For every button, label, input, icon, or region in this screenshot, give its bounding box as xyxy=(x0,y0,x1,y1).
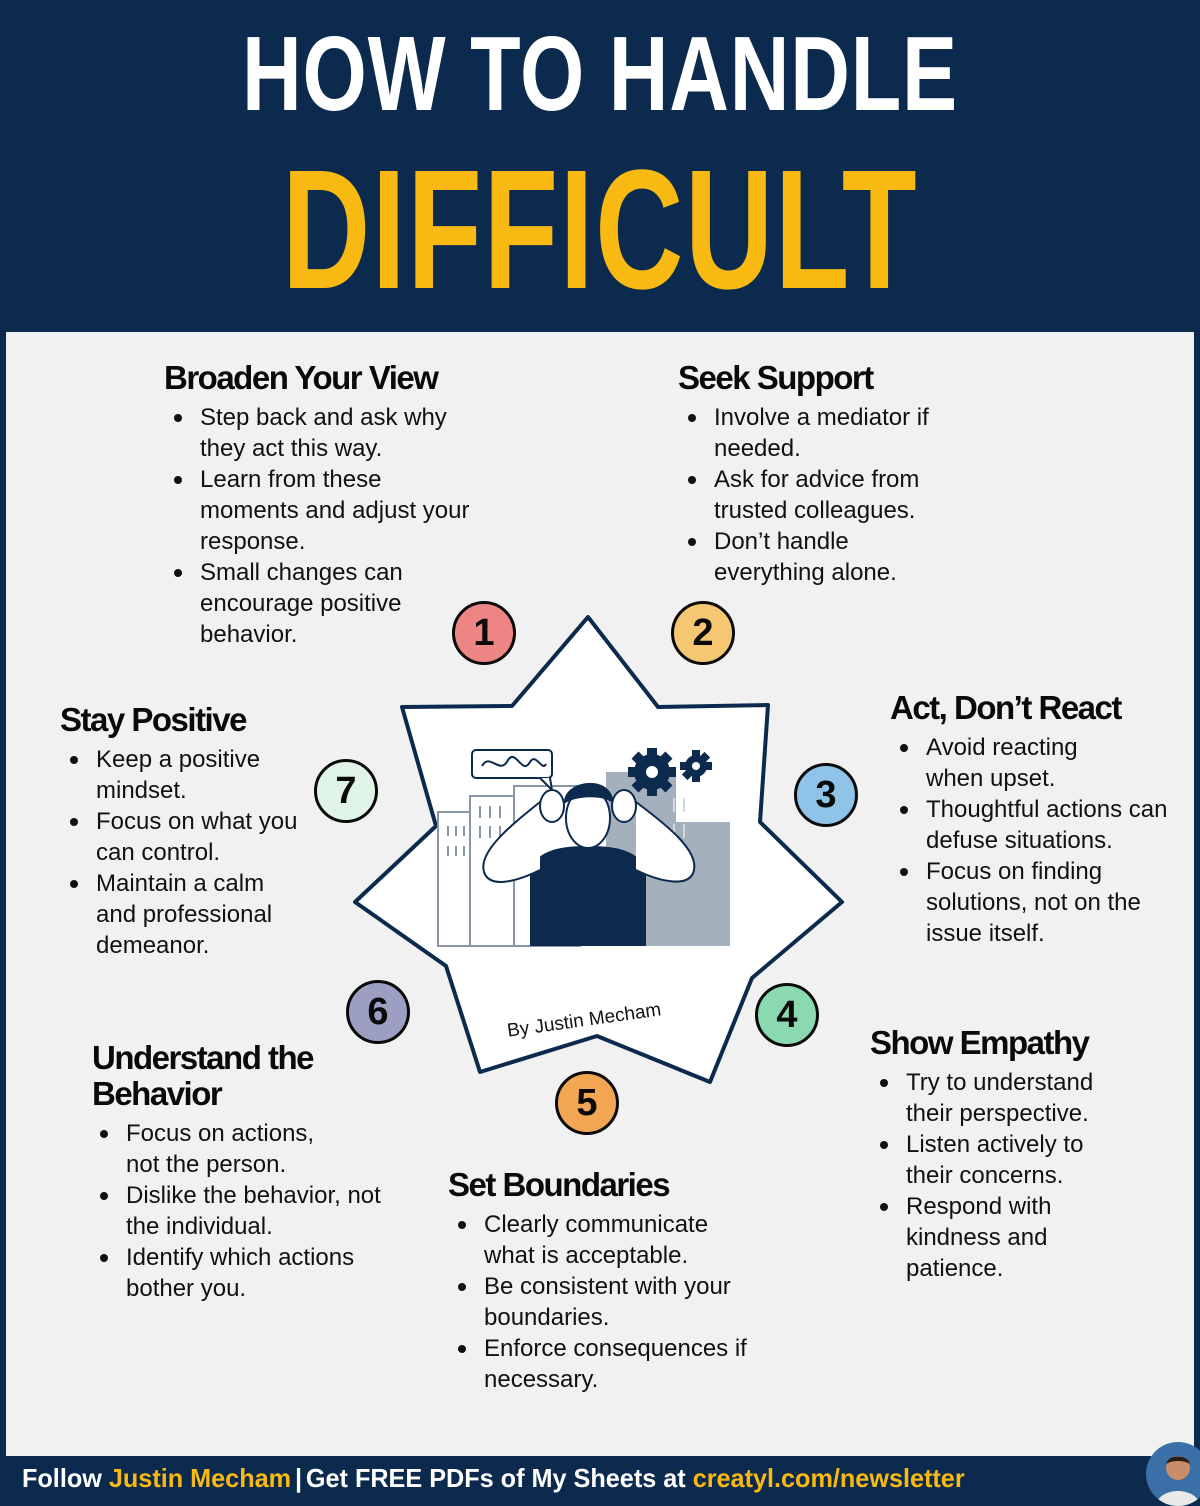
section-title: Act, Don’t React xyxy=(890,689,1122,726)
list-item: Enforce consequences if necessary. xyxy=(458,1333,764,1395)
section-title: Understand the Behavior xyxy=(92,1039,315,1112)
list-item: Small changes can encourage positive beh… xyxy=(174,557,484,650)
list-item: Focus on finding solutions, not on the i… xyxy=(900,856,1175,949)
list-item: Learn from these moments and adjust your… xyxy=(174,464,484,557)
list-item: Respond with kindness and patience. xyxy=(880,1191,1086,1284)
section-title: Stay Positive xyxy=(60,701,247,738)
badge-2: 2 xyxy=(671,601,735,665)
section-act-dont-react: Act, Don’t React Avoid reacting when ups… xyxy=(890,690,1175,949)
badge-1: 1 xyxy=(452,601,516,665)
section-set-boundaries: Set Boundaries Clearly communicate what … xyxy=(448,1167,778,1395)
list-item: Ask for advice from trusted colleagues. xyxy=(688,464,968,526)
footer-follow: Follow xyxy=(22,1463,102,1493)
section-title: Seek Support xyxy=(678,359,874,396)
section-stay-positive: Stay Positive Keep a positive mindset. F… xyxy=(60,702,310,961)
section-understand-the-behavior: Understand the Behavior Focus on actions… xyxy=(92,1040,382,1304)
list-item: Thoughtful actions can defuse situations… xyxy=(900,794,1175,856)
section-title: Broaden Your View xyxy=(164,359,439,396)
section-show-empathy: Show Empathy Try to understand their per… xyxy=(870,1025,1170,1284)
list-item: Keep a positive mindset. xyxy=(70,744,286,806)
list-item: Maintain a calm and professional demeano… xyxy=(70,868,310,961)
footer-divider: | xyxy=(294,1463,303,1493)
title-line-1: HOW TO HANDLE xyxy=(242,15,958,133)
footer-bar: Follow Justin Mecham|Get FREE PDFs of My… xyxy=(0,1456,1200,1500)
list-item: Focus on actions, not the person. xyxy=(100,1118,346,1180)
section-seek-support: Seek Support Involve a mediator if neede… xyxy=(678,360,968,588)
badge-7: 7 xyxy=(314,759,378,823)
section-broaden-your-view: Broaden Your View Step back and ask why … xyxy=(164,360,484,650)
badge-6: 6 xyxy=(346,980,410,1044)
section-title: Show Empathy xyxy=(870,1024,1090,1061)
list-item: Avoid reacting when upset. xyxy=(900,732,1106,794)
footer-author-link[interactable]: Justin Mecham xyxy=(108,1463,292,1493)
list-item: Focus on what you can control. xyxy=(70,806,310,868)
list-item: Listen actively to their concerns. xyxy=(880,1129,1126,1191)
footer-url-link[interactable]: creatyl.com/newsletter xyxy=(692,1463,965,1493)
list-item: Try to understand their perspective. xyxy=(880,1067,1126,1129)
badge-3: 3 xyxy=(794,763,858,827)
list-item: Identify which actions bother you. xyxy=(100,1242,366,1304)
badge-4: 4 xyxy=(755,983,819,1047)
footer-cta: Get FREE PDFs of My Sheets at xyxy=(305,1463,686,1493)
list-item: Don’t handle everything alone. xyxy=(688,526,924,588)
list-item: Be consistent with your boundaries. xyxy=(458,1271,778,1333)
stressed-person-illustration xyxy=(437,748,730,947)
list-item: Involve a mediator if needed. xyxy=(688,402,934,464)
section-title: Set Boundaries xyxy=(448,1166,671,1203)
list-item: Step back and ask why they act this way. xyxy=(174,402,484,464)
list-item: Clearly communicate what is acceptable. xyxy=(458,1209,744,1271)
badge-5: 5 xyxy=(555,1071,619,1135)
list-item: Dislike the behavior, not the individual… xyxy=(100,1182,381,1240)
